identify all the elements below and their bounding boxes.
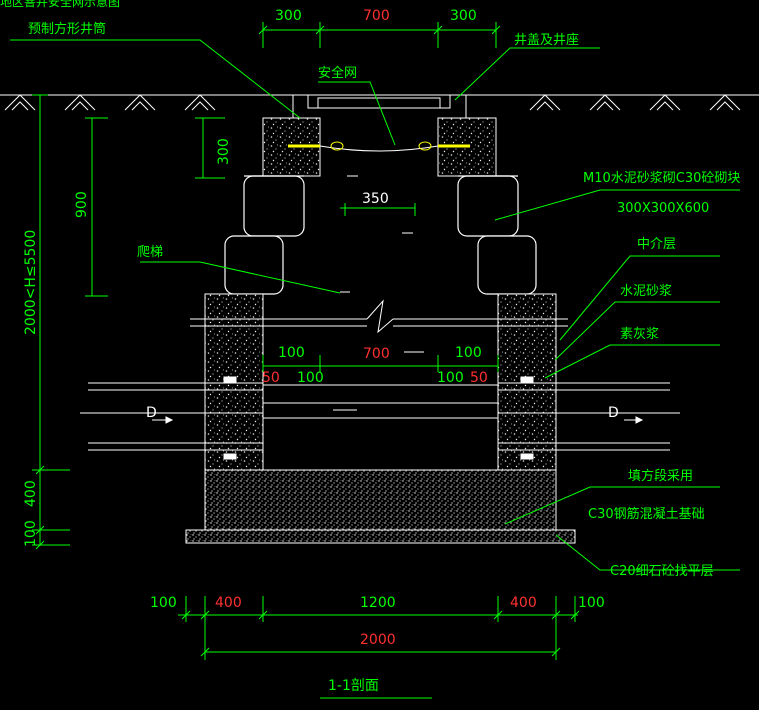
dim-top-300-left: 300 bbox=[275, 8, 302, 24]
dim-v-300: 300 bbox=[216, 138, 232, 165]
dim-v-400: 400 bbox=[23, 480, 39, 507]
masonry-blocks bbox=[224, 175, 537, 295]
dimension-lines bbox=[32, 22, 580, 660]
title-cut-label: 地区窨井安全网示意图 bbox=[0, 0, 120, 9]
brick-block-label: M10水泥砂浆砌C30砼砌块 bbox=[583, 171, 740, 186]
dim-top-300-right: 300 bbox=[450, 8, 477, 24]
c30-base bbox=[204, 469, 557, 531]
dim-v-range: 2000<H≤5500 bbox=[23, 230, 39, 335]
dim-bot-100-l: 100 bbox=[150, 595, 177, 611]
precast-shaft-label: 预制方形井筒 bbox=[28, 21, 106, 37]
ground bbox=[0, 94, 759, 111]
cement-mortar-label: 水泥砂浆 bbox=[620, 284, 672, 299]
dim-inner-700: 700 bbox=[363, 346, 390, 362]
c20-level bbox=[185, 529, 576, 544]
dim-inner-50-l: 50 bbox=[262, 370, 280, 386]
dim-inner-100-l: 100 bbox=[278, 345, 305, 361]
flow-arrows bbox=[152, 416, 644, 424]
block-size-label: 300X300X600 bbox=[617, 201, 709, 216]
dim-h-350: 350 bbox=[362, 191, 389, 207]
dim-v-900: 900 bbox=[74, 191, 90, 218]
dim-inner-100-r2: 100 bbox=[437, 370, 464, 386]
safety-net bbox=[288, 141, 470, 152]
dim-v-100: 100 bbox=[23, 520, 39, 547]
dim-inner-100-l2: 100 bbox=[297, 370, 324, 386]
dim-bot-1200: 1200 bbox=[360, 595, 396, 611]
dim-bot-100-r: 100 bbox=[578, 595, 605, 611]
flow-label-left: D bbox=[146, 405, 157, 421]
dim-bot-2000: 2000 bbox=[360, 632, 396, 648]
flow-label-right: D bbox=[608, 405, 619, 421]
backfill-label: 填方段采用 bbox=[628, 468, 693, 484]
leader-lines bbox=[10, 39, 740, 699]
middle-layer-label: 中介层 bbox=[637, 237, 676, 252]
pipe bbox=[80, 376, 680, 471]
c20-level-label: C20细石砼找平层 bbox=[610, 564, 714, 579]
dim-top-700: 700 bbox=[363, 8, 390, 24]
section-title: 1-1剖面 bbox=[328, 678, 379, 694]
safety-net-label: 安全网 bbox=[318, 65, 357, 81]
break-line bbox=[190, 299, 568, 334]
dim-bot-400-r: 400 bbox=[510, 595, 537, 611]
dim-inner-50-r: 50 bbox=[470, 370, 488, 386]
plain-ash-label: 素灰浆 bbox=[620, 327, 659, 342]
c30-base-label: C30钢筋混凝土基础 bbox=[588, 506, 705, 522]
ladder-label: 爬梯 bbox=[137, 245, 163, 260]
manhole-cover bbox=[292, 94, 467, 118]
dim-inner-100-r: 100 bbox=[455, 345, 482, 361]
cover-seat-label: 井盖及井座 bbox=[514, 33, 579, 48]
dim-bot-400-l: 400 bbox=[215, 595, 242, 611]
